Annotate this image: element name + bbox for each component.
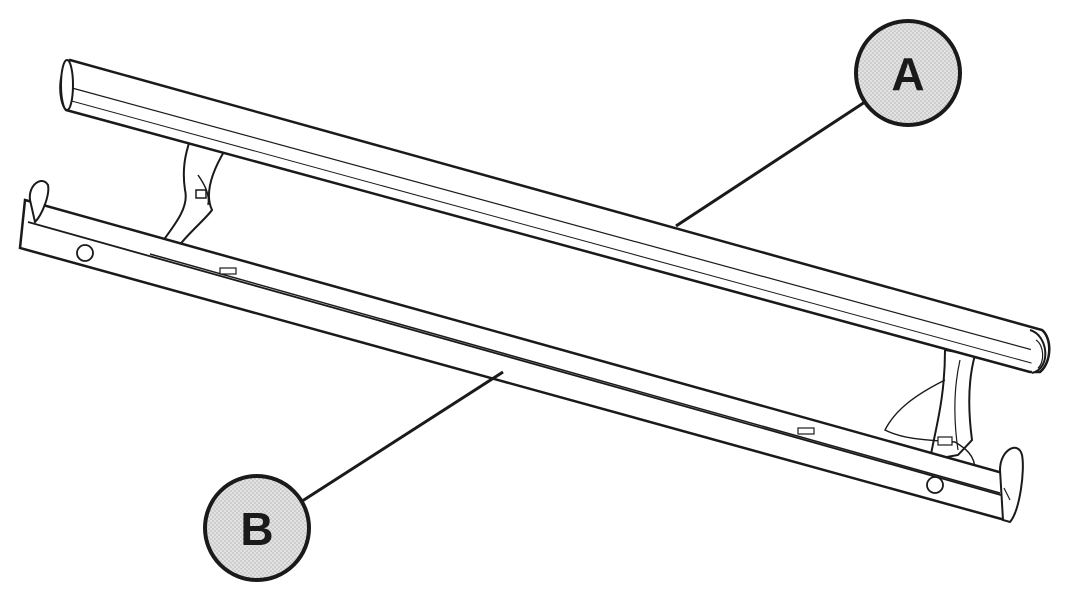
callout-b: B (203, 474, 311, 582)
light-bar-part-a (59, 58, 1051, 374)
mounting-rail-part-b (18, 180, 1024, 524)
support-bracket-right (928, 348, 977, 462)
leader-line-a (675, 98, 869, 228)
callout-a-label: A (891, 48, 924, 100)
callout-a: A (854, 19, 962, 127)
leader-line-b (295, 370, 504, 507)
callout-b-label: B (240, 503, 273, 555)
wire-harness (884, 379, 976, 471)
